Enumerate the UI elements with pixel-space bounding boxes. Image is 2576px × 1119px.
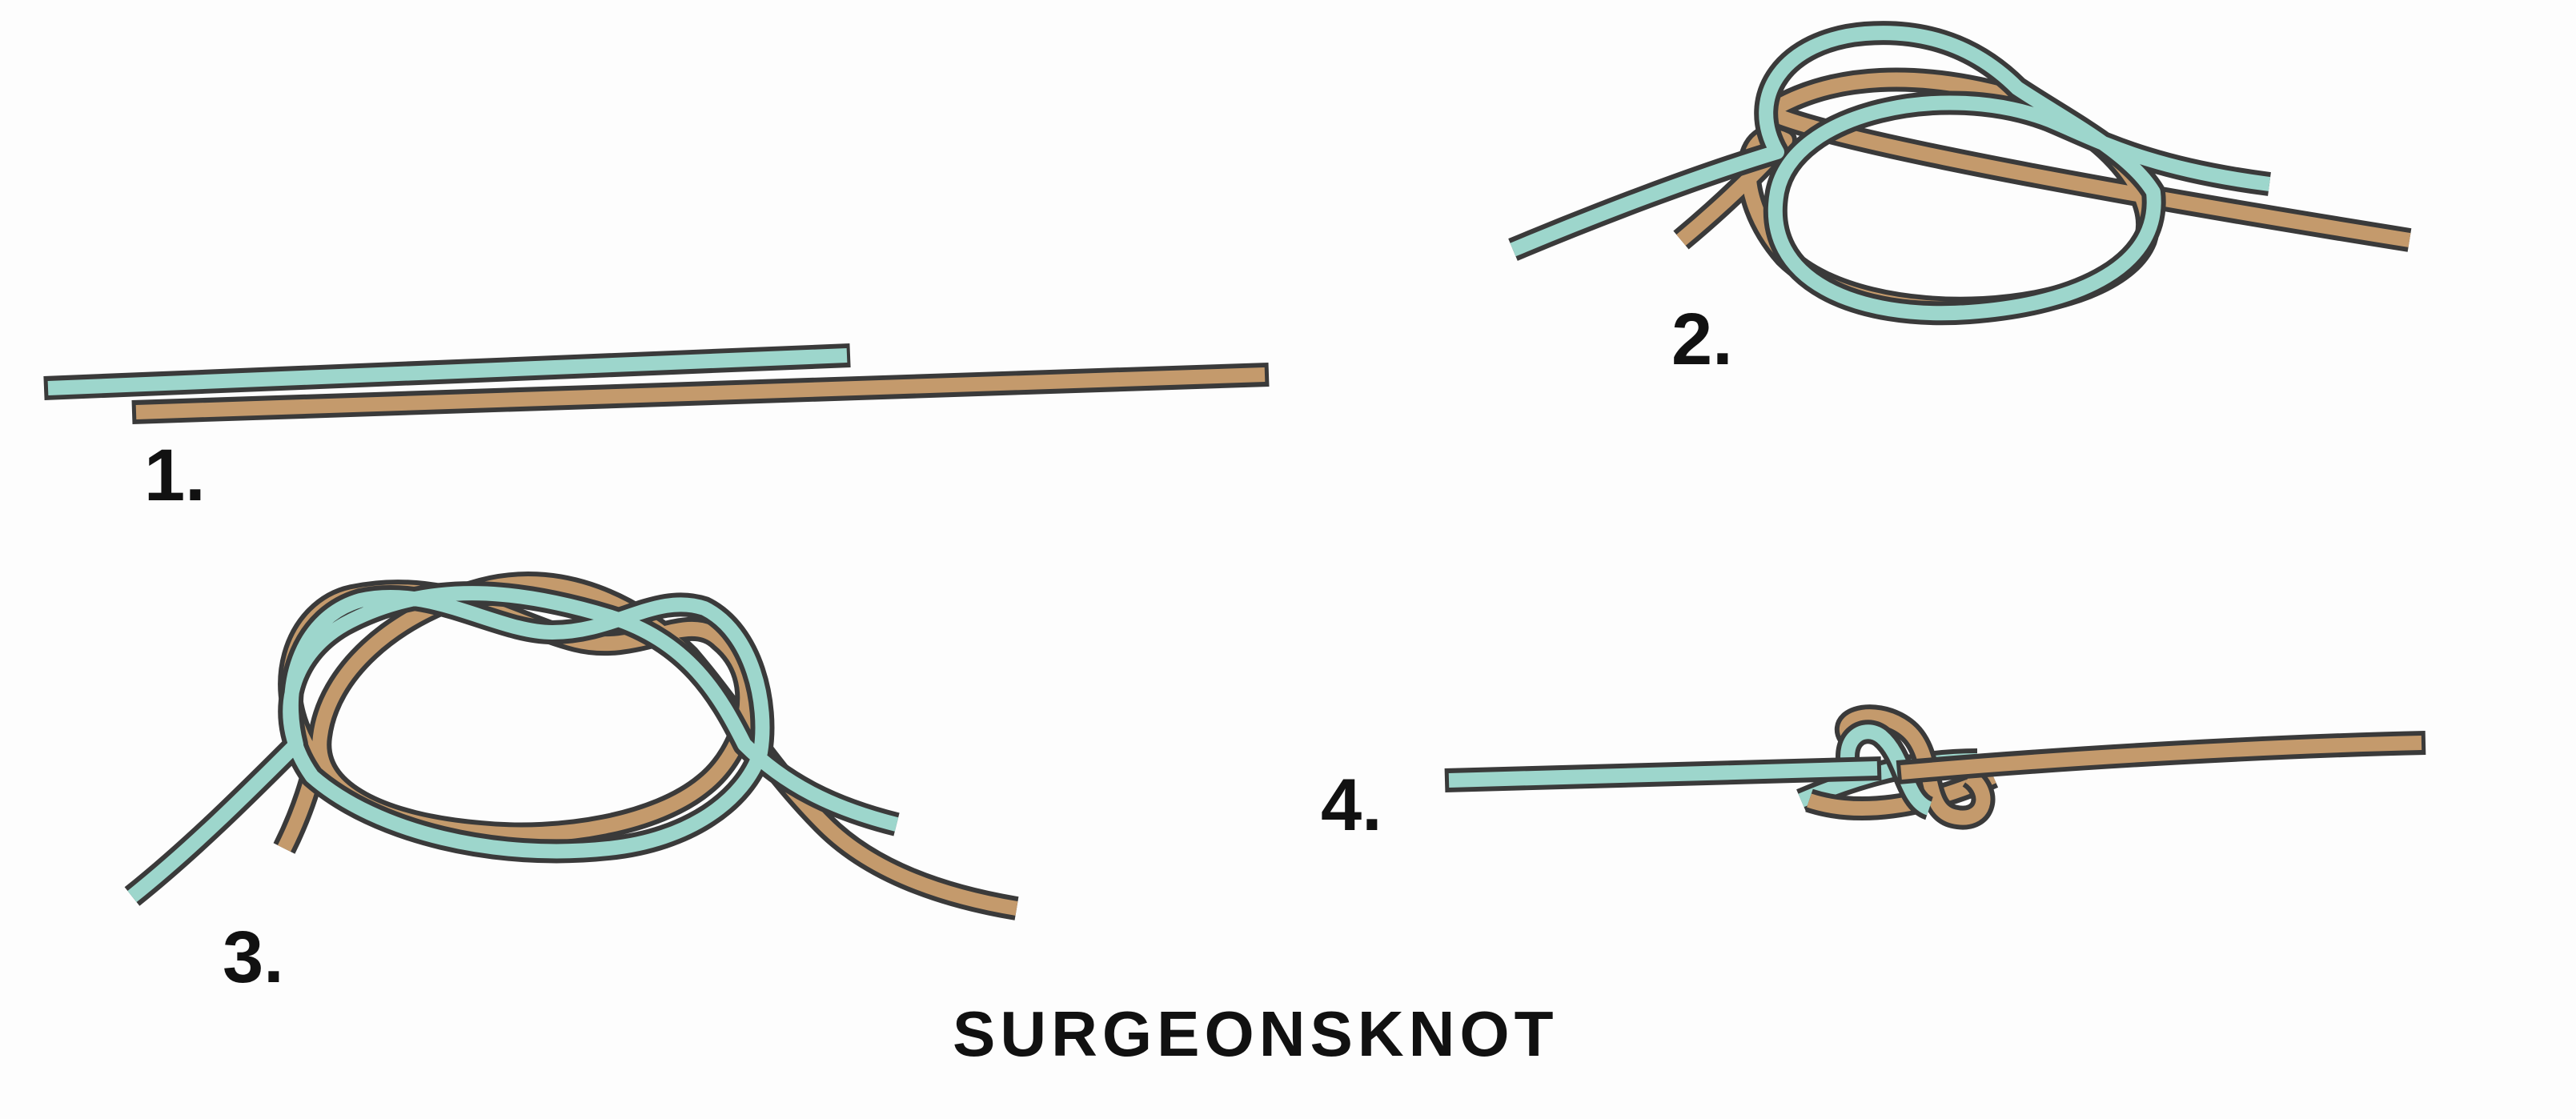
step-2-label: 2. <box>1671 299 1733 380</box>
step-1-label: 1. <box>144 435 206 516</box>
step-4-illustration <box>1444 704 2426 830</box>
blue-wraps <box>124 581 900 906</box>
blue-standing-line <box>1444 756 1882 792</box>
blue-loop <box>1508 21 2271 326</box>
step-3-label: 3. <box>223 916 284 998</box>
step-3-illustration <box>124 572 1019 920</box>
diagram-title: SURGEONSKNOT <box>953 998 1559 1069</box>
knot-coils <box>1796 704 1999 830</box>
step-2-illustration <box>1508 21 2412 326</box>
brown-standing-line <box>1896 731 2426 784</box>
step-1-illustration <box>43 343 1270 424</box>
step-4-label: 4. <box>1321 764 1382 846</box>
brown-line <box>131 363 1270 424</box>
blue-line <box>43 343 851 400</box>
